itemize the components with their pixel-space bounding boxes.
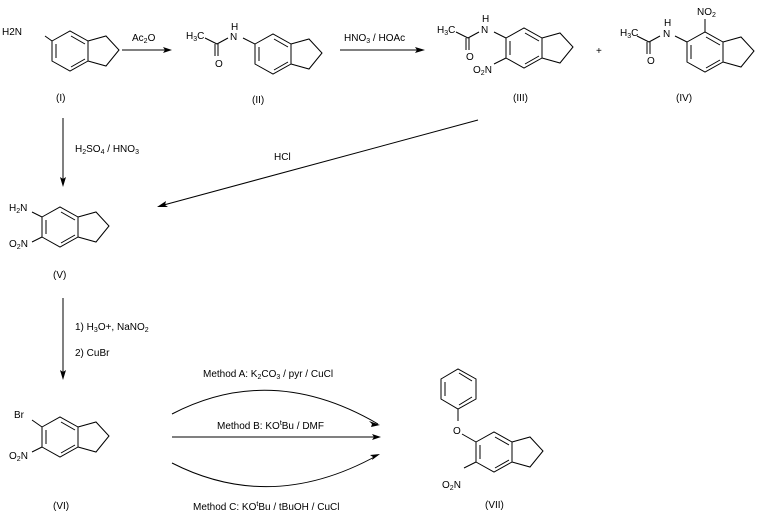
nh-label: N	[663, 29, 670, 40]
compound-label-IV: (IV)	[676, 93, 692, 104]
compound-I	[44, 30, 120, 72]
arrow-method-a	[171, 389, 379, 425]
nitro-label: O2N	[9, 239, 28, 251]
arrow-step3	[159, 119, 479, 207]
h-label: H	[664, 18, 671, 29]
arrowhead	[60, 177, 66, 187]
nitro-label: O2N	[442, 480, 461, 492]
arrowhead	[60, 370, 66, 380]
carbonyl-o-label: O	[647, 56, 655, 67]
compound-label-I: (I)	[56, 93, 65, 104]
reagent-step1: Ac2O	[132, 33, 156, 45]
reagent-step3: HCl	[274, 152, 291, 163]
reagent-step5-line2: 2) CuBr	[75, 348, 110, 359]
arrowhead	[157, 201, 168, 207]
methyl-label: H3C	[437, 25, 455, 37]
carbonyl-o-label: O	[466, 52, 474, 63]
h-label: H	[231, 22, 238, 33]
compound-II	[204, 33, 323, 75]
arrowhead	[370, 454, 380, 460]
reagent-method-a: Method A: K2CO3 / pyr / CuCl	[203, 369, 333, 381]
compound-label-II: (II)	[252, 95, 264, 106]
nitro-label: NO2	[697, 7, 716, 19]
reagent-step4: H2SO4 / HNO3	[75, 144, 139, 156]
compound-VII	[440, 368, 544, 473]
phenyl-ring	[440, 368, 477, 410]
reagent-step5-line1: 1) H3O+, NaNO2	[75, 322, 149, 334]
reagent-method-b: Method B: KOtBu / DMF	[217, 420, 324, 432]
plus-sign: +	[596, 46, 602, 57]
compound-label-III: (III)	[513, 93, 528, 104]
arrowhead	[415, 47, 425, 53]
nitro-label: O2N	[9, 451, 28, 463]
nh-label: N	[230, 32, 237, 43]
arrow-method-c	[171, 454, 379, 488]
arrowhead	[163, 47, 172, 53]
methyl-label: H3C	[620, 28, 638, 40]
methyl-label: H3C	[186, 31, 204, 43]
bromo-label: Br	[14, 410, 25, 421]
compound-label-V: (V)	[53, 270, 66, 281]
h-label: H	[482, 14, 489, 25]
amine-label: H2N	[2, 27, 22, 38]
compound-IV	[636, 19, 755, 73]
compound-VI	[31, 416, 110, 458]
amine-label: H2N	[9, 203, 27, 215]
reagent-method-c: Method C: KOtBu / tBuOH / CuCl	[193, 501, 339, 513]
reagent-step2: HNO3 / HOAc	[344, 33, 405, 45]
indane-skeleton	[51, 30, 120, 72]
compound-V	[31, 206, 110, 248]
compound-label-VII: (VII)	[485, 500, 504, 511]
arrowhead	[372, 434, 381, 440]
carbonyl-o-label: O	[215, 59, 223, 70]
nitro-label: O2N	[473, 65, 492, 77]
compound-III	[455, 27, 574, 69]
nh-label: N	[481, 25, 488, 36]
ether-o-label: O	[453, 426, 461, 437]
compound-label-VI: (VI)	[53, 501, 69, 512]
arrowhead	[369, 421, 380, 427]
